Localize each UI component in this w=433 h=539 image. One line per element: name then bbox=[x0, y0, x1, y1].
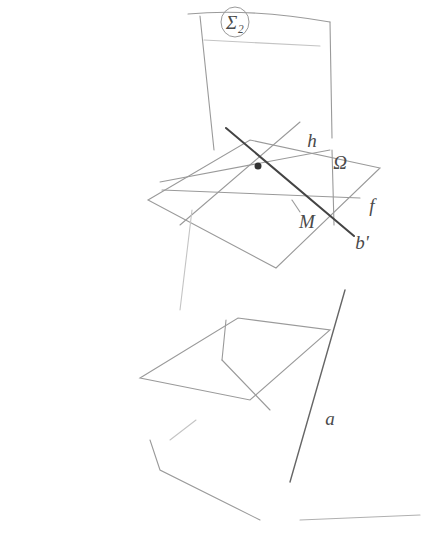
plane-edge bbox=[150, 440, 260, 520]
line-label: a bbox=[325, 409, 335, 428]
line-label: h bbox=[307, 131, 317, 150]
plane-edge bbox=[222, 320, 226, 360]
line-label: Σ₂ bbox=[226, 13, 244, 32]
construction-line bbox=[300, 515, 420, 520]
plane-edge bbox=[188, 12, 330, 22]
plane-edge bbox=[222, 360, 270, 410]
line-h bbox=[160, 150, 330, 182]
intersection-point bbox=[255, 163, 262, 170]
plane-edge bbox=[200, 16, 214, 150]
line-label: Ω bbox=[333, 153, 347, 172]
construction-line bbox=[180, 210, 192, 310]
line bbox=[180, 122, 300, 225]
line-f bbox=[162, 190, 360, 198]
line-label: b' bbox=[355, 233, 369, 252]
construction-line bbox=[204, 40, 320, 46]
label-circle bbox=[221, 7, 249, 37]
pencil-lines bbox=[140, 12, 420, 520]
arrow-m bbox=[292, 200, 300, 212]
plane-lower bbox=[140, 318, 330, 400]
plane-edge bbox=[330, 22, 332, 138]
construction-line bbox=[170, 420, 196, 440]
line-label: M bbox=[299, 212, 315, 231]
line-b bbox=[226, 128, 354, 236]
line-label: f bbox=[369, 196, 374, 215]
line-a bbox=[290, 290, 345, 482]
